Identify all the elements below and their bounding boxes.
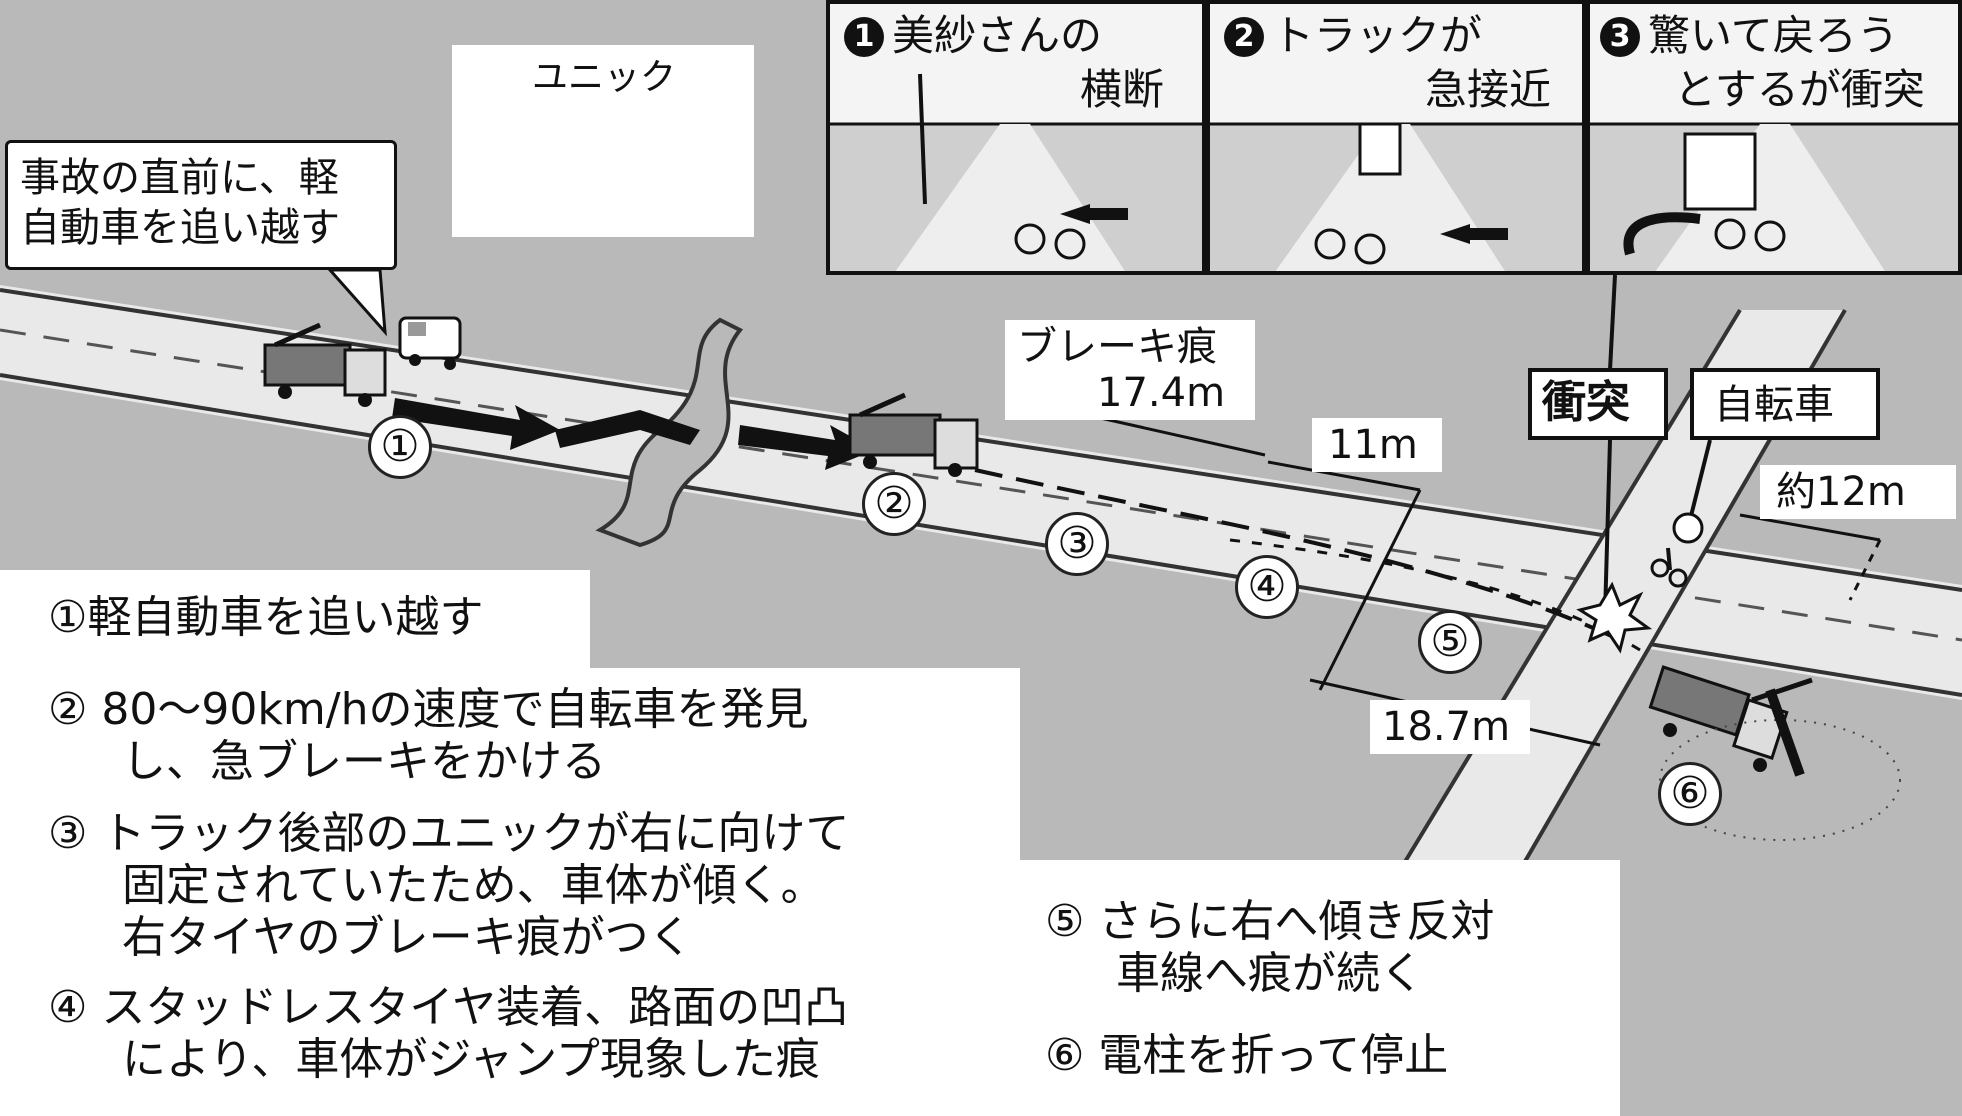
marker-5: ⑤ <box>1418 610 1482 674</box>
skid-label: ブレーキ痕 <box>1017 324 1217 370</box>
legend-item-3a: ③ トラック後部のユニックが右に向けて <box>48 808 850 859</box>
distance-11m-box: 11m <box>1312 418 1442 472</box>
truck-2 <box>848 392 979 477</box>
travel-arrow-1 <box>392 398 560 450</box>
marker-2: ② <box>862 472 926 536</box>
bicycle-leader <box>1688 439 1712 521</box>
legend-box: ② 80〜90km/hの速度で自転車を発見 し、急ブレーキをかける ③ トラック… <box>0 668 1020 1116</box>
skid-label-box: ブレーキ痕 17.4m <box>1005 320 1255 420</box>
utility-pole <box>1751 677 1813 777</box>
skid-distance: 17.4m <box>1097 370 1226 416</box>
panel-3-number: 3 <box>1600 17 1640 57</box>
callout-line-1: 事故の直前に、軽 <box>20 155 339 201</box>
unic-label: ユニック <box>532 57 677 98</box>
overtake-callout: 事故の直前に、軽 自動車を追い越す <box>5 140 397 270</box>
collision-label-box: 衝突 <box>1528 368 1668 440</box>
panel-2-title-line1: トラックが <box>1272 11 1483 60</box>
dimension-12m <box>1739 513 1881 542</box>
legend-1-box: ①軽自動車を追い越す <box>0 570 590 668</box>
distance-12m-box: 約12m <box>1760 465 1956 519</box>
legend-item-3b: 固定されていたため、車体が傾く。 <box>122 860 825 911</box>
panel-1-title-line1: 美紗さんの <box>892 11 1103 60</box>
collision-leader <box>1603 439 1612 616</box>
marker-6: ⑥ <box>1658 762 1722 826</box>
marker-4: ④ <box>1235 555 1299 619</box>
legend-item-6: ⑥ 電柱を折って停止 <box>1045 1030 1449 1081</box>
skid-mark <box>974 468 1621 642</box>
marker-3: ③ <box>1045 512 1109 576</box>
bicycle-label: 自転車 <box>1714 382 1834 428</box>
legend-item-4b: により、車体がジャンプ現象した痕 <box>122 1034 820 1085</box>
marker-1: ① <box>368 415 432 479</box>
callout-line-2: 自動車を追い越す <box>20 205 340 251</box>
unic-inset: ユニック <box>452 45 754 237</box>
distance-11m: 11m <box>1328 422 1418 468</box>
legend-item-1: ①軽自動車を追い越す <box>48 592 484 643</box>
panel-1-title-line2: 横断 <box>1080 65 1165 114</box>
legend-item-2a: ② 80〜90km/hの速度で自転車を発見 <box>48 684 809 735</box>
dimension-11m <box>1267 460 1421 492</box>
distance-12m: 約12m <box>1776 469 1906 515</box>
legend-box-right: ⑤ さらに右へ傾き反対 車線へ痕が続く ⑥ 電柱を折って停止 <box>1020 860 1620 1116</box>
legend-item-3c: 右タイヤのブレーキ痕がつく <box>122 912 693 963</box>
panel-1-number: 1 <box>844 17 884 57</box>
distance-18-7m: 18.7m <box>1382 704 1511 750</box>
panel-2-title-line2: 急接近 <box>1425 65 1552 114</box>
truck-1 <box>263 322 387 407</box>
panel-3-title-line2: とするが衝突 <box>1674 65 1925 114</box>
bicycle-label-box: 自転車 <box>1690 368 1880 440</box>
legend-item-2b: し、急ブレーキをかける <box>122 736 606 787</box>
legend-item-5b: 車線へ痕が続く <box>1116 948 1424 999</box>
legend-item-5a: ⑤ さらに右へ傾き反対 <box>1045 896 1495 947</box>
kei-car <box>398 316 462 370</box>
distance-18-7m-box: 18.7m <box>1370 700 1530 754</box>
collision-label: 衝突 <box>1542 377 1630 428</box>
panel-3-title-line1: 驚いて戻ろう <box>1648 11 1899 60</box>
travel-arrow-2 <box>738 425 875 470</box>
panel-2-number: 2 <box>1224 17 1264 57</box>
legend-item-4a: ④ スタッドレスタイヤ装着、路面の凹凸 <box>48 982 849 1033</box>
bicycle-marker <box>1672 512 1704 544</box>
main-road <box>0 285 1962 700</box>
bicycle-rider <box>1650 547 1688 588</box>
collision-burst <box>1576 581 1653 654</box>
